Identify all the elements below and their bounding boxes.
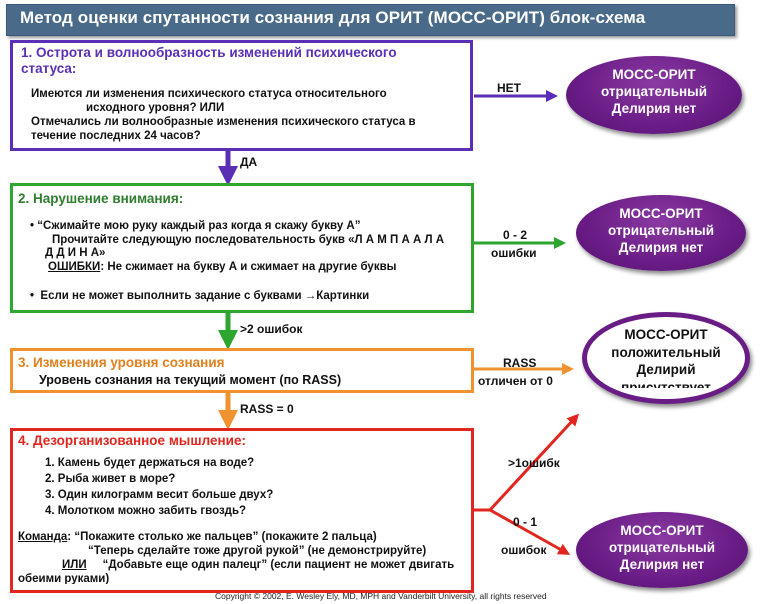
gt1-errors-label: >1ошибк — [508, 456, 560, 470]
outcome-line: присутствует — [621, 379, 711, 388]
errors-0-2-sub: ошибки — [491, 246, 537, 260]
step4-question: 3. Один килограмм весит больше двух? — [45, 489, 274, 501]
outcome-negative-2: МОСС-ОРИТ отрицательный Делирия нет — [576, 195, 746, 271]
step4-command-line2: “Теперь сделайте тоже другой рукой” (не … — [88, 545, 427, 557]
outcome-line: отрицательный — [600, 84, 708, 99]
rass-label: RASS — [503, 356, 537, 370]
arrow-step4-gt1 — [488, 413, 580, 512]
step1-heading-line2: статуса: — [21, 61, 77, 76]
outcome-line: Делирий — [636, 362, 696, 377]
outcome-line: отрицательный — [607, 223, 715, 238]
step1-heading-line1: 1. Острота и волнообразность изменений п… — [21, 45, 397, 60]
outcome-line: отрицательный — [608, 540, 716, 555]
step3-box — [10, 348, 474, 393]
outcome-negative-3: МОСС-ОРИТ отрицательный Делирия нет — [576, 512, 748, 588]
outcome-line: МОСС-ОРИТ — [620, 523, 704, 538]
step4-command-line4: обеими руками) — [18, 573, 110, 584]
step2-line3: Д Д И Н А» — [45, 247, 106, 259]
outcome-line: Делирия нет — [618, 240, 704, 255]
step3-line1: Уровень сознания на текущий момент (по R… — [39, 373, 342, 387]
command-label: Команда — [18, 531, 68, 543]
yes-label: ДА — [240, 155, 258, 169]
command-text3: “Добавьте еще один палецг” (если пациент… — [102, 559, 455, 571]
step2-line2: Прочитайте следующую последовательность … — [52, 234, 445, 246]
step1-box — [10, 40, 473, 151]
step2-line1: “Сжимайте мою руку каждый раз когда я ск… — [37, 220, 361, 232]
outcome-line: Делирия нет — [619, 557, 705, 572]
outcome-positive: МОСС-ОРИТ положительный Делирий присутст… — [582, 312, 750, 404]
or-label: ИЛИ — [62, 559, 87, 571]
outcome-line: МОСС-ОРИТ — [624, 327, 708, 342]
no-label: НЕТ — [497, 81, 521, 95]
step4-command-line3: ИЛИ “Добавьте еще один палецг” (если пац… — [62, 559, 454, 573]
step2-bullet-1: • “Сжимайте мою руку каждый раз когда я … — [30, 220, 361, 232]
step2-errors-line: ОШИБКИ: Не сжимает на букву А и сжимает … — [48, 261, 396, 275]
step3-heading: 3. Изменения уровня сознания — [18, 355, 225, 370]
errors-text: : Не сжимает на букву А и сжимает на дру… — [100, 261, 397, 273]
step2-line5-end: Картинки — [316, 290, 370, 302]
step1-text-line: исходного уровня? ИЛИ — [86, 102, 225, 114]
step4-box — [10, 428, 474, 593]
outcome-line: Делирия нет — [611, 101, 697, 116]
step2-bullet-2: • Если не может выполнить задание с букв… — [30, 290, 370, 302]
errors-label: ОШИБКИ — [48, 261, 101, 273]
step4-question: 2. Рыба живет в море? — [45, 473, 176, 485]
step4-heading: 4. Дезорганизованное мышление: — [18, 433, 246, 448]
step4-command-line1: Команда: “Покажите столько же пальцев” (… — [18, 531, 377, 545]
step2-heading: 2. Нарушение внимания: — [18, 191, 184, 206]
errors-0-2-label: 0 - 2 — [503, 228, 528, 242]
rass-zero-label: RASS = 0 — [240, 402, 294, 416]
step1-text-line: Имеются ли изменения психического статус… — [31, 88, 387, 100]
step2-box — [10, 183, 474, 313]
outcome-line: положительный — [611, 344, 721, 360]
errors-0-1-sub: ошибок — [501, 543, 547, 557]
outcome-line: МОСС-ОРИТ — [619, 206, 703, 221]
arrow-right-icon: → — [304, 290, 317, 302]
rass-nonzero-label: отличен от 0 — [478, 374, 553, 388]
step1-text-line: Отмечались ли волнообразные изменения пс… — [31, 116, 416, 128]
errors-0-1-label: 0 - 1 — [513, 515, 538, 529]
arrow-step4-0-1 — [489, 508, 571, 555]
outcome-line: МОСС-ОРИТ — [612, 67, 696, 82]
command-text1: : “Покажите столько же пальцев” (покажит… — [67, 531, 377, 543]
step2-line5: Если не может выполнить задание с буквам… — [40, 290, 302, 302]
step4-question: 1. Камень будет держаться на воде? — [45, 457, 255, 469]
step1-text-line: течение последних 24 часов? — [31, 130, 201, 142]
gt2-errors-label: >2 ошибок — [240, 322, 303, 336]
title-bar — [6, 4, 735, 36]
copyright-footer: Copyright © 2002, E. Wesley Ely, MD, MPH… — [215, 591, 547, 601]
step4-question: 4. Молотком можно забить гвоздь? — [45, 505, 247, 517]
page-title: Метод оценки спутанности сознания для ОР… — [20, 8, 646, 27]
outcome-negative-1: МОСС-ОРИТ отрицательный Делирия нет — [566, 56, 742, 134]
